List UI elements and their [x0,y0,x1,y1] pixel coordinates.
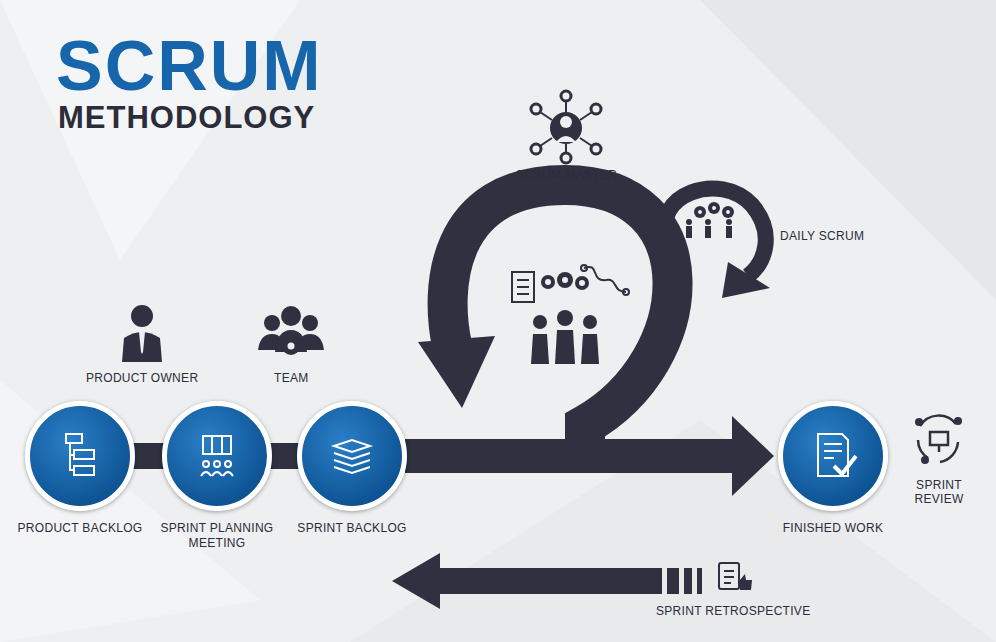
flow-arrow [133,443,164,469]
circle-shape [162,401,272,511]
circle-shape [25,401,135,511]
node-label: PRODUCT BACKLOG [13,521,147,536]
role-label: SCRUM MASTER [516,168,617,182]
process-circle: SPRINT PLANNING MEETING [150,401,284,551]
subtitle: METHODOLOGY [58,100,315,135]
process-circle: FINISHED WORK [766,401,900,536]
process-circle: PRODUCT BACKLOG [13,401,147,536]
role-label: PRODUCT OWNER [86,371,198,385]
node-label: FINISHED WORK [766,521,900,536]
event-label: DAILY SCRUM [780,229,864,243]
node-label: SPRINT PLANNING MEETING [150,521,284,551]
process-circle: SPRINT BACKLOG [285,401,419,536]
flow-arrow [270,443,299,469]
event-label: SPRINT RETROSPECTIVE [656,604,810,618]
node-label: SPRINT BACKLOG [285,521,419,536]
role-label: TEAM [274,371,309,385]
circle-shape [297,401,407,511]
circle-shape [778,401,888,511]
event-label: SPRINT REVIEW [907,478,971,506]
title: SCRUM [56,28,323,104]
